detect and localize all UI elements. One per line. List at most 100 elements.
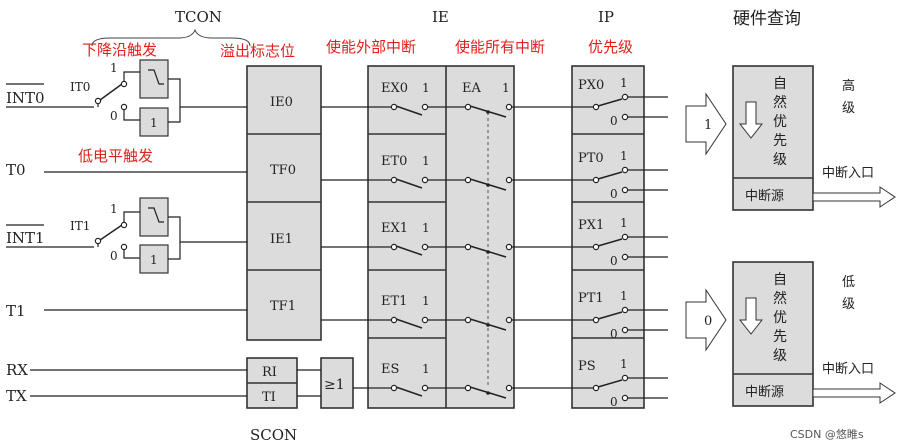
level-label: 级	[842, 297, 855, 312]
low-level-detector	[139, 244, 169, 274]
falling-edge-detector	[139, 59, 169, 99]
output-arrow-icon	[812, 382, 896, 404]
priority-char: 然	[773, 94, 787, 111]
ie-heading: IE	[432, 8, 449, 26]
ip-bit-zero: 0	[610, 254, 618, 268]
svg-text:IT1: IT1	[70, 219, 90, 233]
flag-ie0: IE0	[270, 95, 293, 110]
svg-text:INT1: INT1	[6, 229, 45, 247]
ip-bit-one: 1	[620, 76, 628, 90]
watermark: CSDN @悠睢s	[790, 427, 864, 441]
source-rx: RX	[6, 361, 28, 379]
level-label: 级	[842, 101, 855, 116]
source-int1: INT1	[6, 224, 45, 247]
falling-edge-annotation: 下降沿触发	[82, 41, 157, 59]
falling-edge-detector	[139, 197, 169, 237]
interrupt-entry-label: 中断入口	[822, 166, 874, 181]
svg-text:RX: RX	[6, 361, 28, 379]
ie-bit-label: EX1	[381, 221, 408, 236]
priority-char: 级	[773, 152, 787, 168]
svg-text:INT0: INT0	[6, 89, 45, 107]
priority-char: 先	[773, 329, 787, 345]
priority-char: 自	[773, 76, 787, 92]
ie-bit-label: EX0	[381, 81, 408, 96]
svg-text:T1: T1	[6, 302, 26, 320]
svg-text:IT0: IT0	[70, 80, 90, 94]
or-gate	[320, 357, 354, 409]
input-value: 1	[704, 118, 712, 133]
ip-bit-one: 1	[620, 216, 628, 230]
flag-ie1: IE1	[270, 232, 293, 247]
svg-text:1: 1	[150, 253, 158, 267]
ea-one: 1	[502, 81, 510, 95]
ip-bit-label: PX1	[578, 218, 604, 233]
ip-bit-label: PX0	[578, 78, 604, 93]
down-arrow-icon	[738, 297, 764, 335]
it1-trigger-selector: IT1 1 0 1	[70, 197, 247, 274]
scon-heading: SCON	[250, 426, 297, 444]
priority-char: 优	[773, 114, 787, 130]
priority-char: 自	[773, 272, 787, 288]
ie-bit-label: ET1	[381, 294, 407, 309]
interrupt-source-label: 中断源	[745, 189, 784, 204]
hardware-query-heading: 硬件查询	[733, 9, 801, 29]
ip-bit-zero: 0	[610, 327, 618, 341]
ie-bit-one: 1	[422, 81, 430, 95]
level-label: 低	[842, 275, 855, 290]
ie-bit-label: ES	[381, 362, 399, 377]
input-arrow-icon	[685, 92, 727, 156]
input-arrow-icon	[685, 288, 727, 352]
low-level-detector	[139, 107, 169, 137]
ie-bit-one: 1	[422, 221, 430, 235]
source-t1: T1	[6, 302, 26, 320]
priority-char: 然	[773, 290, 787, 307]
tcon-flag-block	[246, 65, 322, 341]
ip-bit-zero: 0	[610, 114, 618, 128]
flag-tf0: TF0	[270, 163, 296, 178]
flag-ri: RI	[262, 365, 277, 380]
or-gate-label: ≥1	[324, 377, 345, 393]
ip-bit-zero: 0	[610, 187, 618, 201]
priority-char: 先	[773, 133, 787, 149]
ie-bit-one: 1	[422, 362, 430, 376]
svg-text:0: 0	[110, 109, 118, 123]
flag-tf1: TF1	[270, 299, 296, 314]
svg-text:0: 0	[110, 249, 118, 263]
ip-bit-label: PT0	[578, 151, 604, 166]
source-t0: T0	[6, 161, 26, 179]
tcon-brace	[91, 28, 251, 47]
source-int0: INT0	[6, 83, 45, 107]
channel-1: ET0 1 PT0 1 0	[321, 149, 668, 201]
ie-bit-one: 1	[422, 154, 430, 168]
priority-char: 优	[773, 310, 787, 326]
svg-text:1: 1	[110, 202, 118, 216]
ie-block	[367, 65, 515, 409]
enable-all-annotation: 使能所有中断	[455, 38, 545, 56]
ip-bit-zero: 0	[610, 395, 618, 409]
it0-trigger-selector: IT0 1 0 1	[70, 59, 247, 137]
interrupt-entry-label: 中断入口	[822, 362, 874, 377]
level-label: 高	[842, 78, 855, 94]
interrupt-source-label: 中断源	[745, 385, 784, 400]
ip-bit-label: PT1	[578, 291, 604, 306]
ea-label: EA	[462, 81, 481, 96]
ip-bit-label: PS	[578, 359, 596, 374]
priority-char: 级	[773, 348, 787, 364]
tcon-heading: TCON	[175, 8, 222, 26]
down-arrow-icon	[738, 101, 764, 139]
svg-text:1: 1	[150, 116, 158, 130]
low-level-annotation: 低电平触发	[78, 147, 153, 165]
overflow-flag-annotation: 溢出标志位	[220, 42, 295, 60]
ie-bit-label: ET0	[381, 154, 407, 169]
channel-2: EX1 1 PX1 1 0	[321, 216, 668, 268]
output-arrow-icon	[812, 186, 896, 208]
ip-bit-one: 1	[620, 149, 628, 163]
ip-bit-one: 1	[620, 357, 628, 371]
ip-bit-one: 1	[620, 289, 628, 303]
enable-external-annotation: 使能外部中断	[326, 38, 416, 56]
svg-text:1: 1	[110, 61, 118, 75]
svg-text:T0: T0	[6, 161, 26, 179]
flag-ti: TI	[262, 390, 276, 405]
